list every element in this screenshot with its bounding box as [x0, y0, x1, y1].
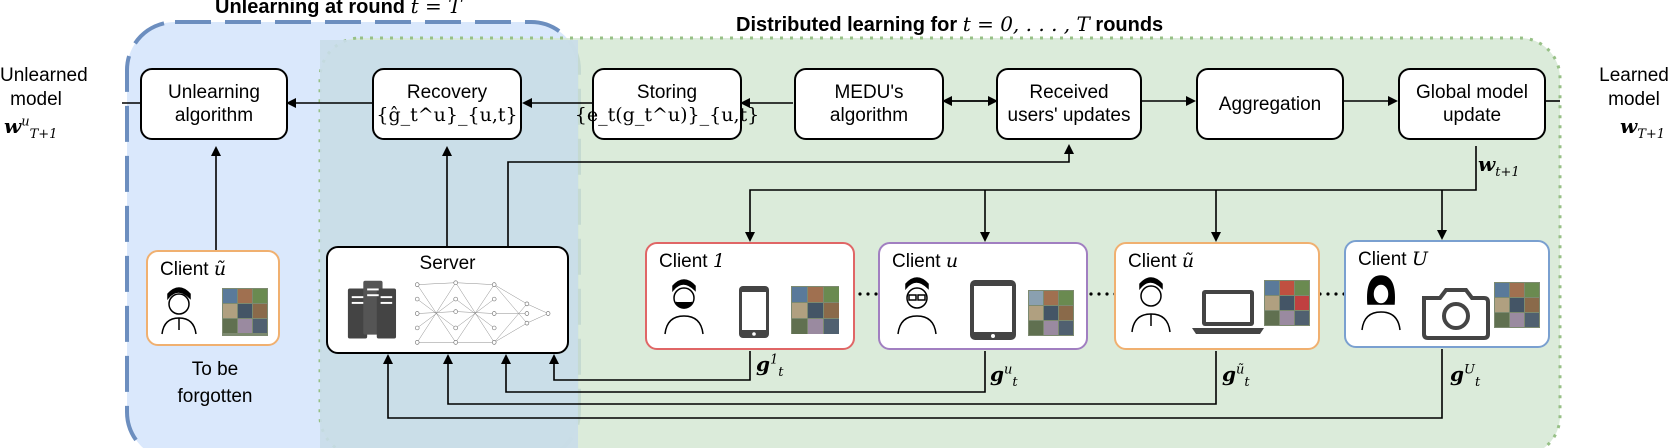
update-label-client-U: gUt: [1450, 362, 1481, 390]
recovery-box: Recovery{ĝ_t^u}_{u,t}: [372, 68, 522, 140]
image-grid-icon: [222, 288, 268, 336]
tablet-icon: [970, 280, 1016, 340]
arrow-server-to-received: [507, 144, 1074, 246]
client-utilde-label: Client ũ: [1128, 250, 1195, 272]
distributed-title: Distributed learning for t = 0, . . . , …: [736, 12, 1164, 36]
person-icon: [1361, 275, 1401, 331]
forget-client-label: Client ũ: [160, 258, 227, 280]
image-grid-icon: [1494, 282, 1540, 328]
w-t-plus-1-label: wt+1: [1478, 152, 1520, 180]
update-label-client-1: g1t: [756, 352, 784, 380]
client-1-label: Client 1: [659, 250, 725, 272]
client-u-box: Client u: [878, 242, 1088, 350]
update-line-client-U: [383, 349, 1443, 419]
forget-client-box: Client ũ: [146, 250, 280, 346]
unlearned-model-math: wuT+1: [4, 114, 58, 142]
client-1-content: [664, 279, 839, 338]
client-utilde-box: Client ũ: [1114, 242, 1320, 350]
learned-model-math: wT+1: [1620, 114, 1666, 142]
server-icon: [347, 280, 396, 339]
person-icon: [1131, 277, 1171, 333]
client-U-label: Client U: [1358, 248, 1428, 270]
laptop-icon: [1192, 290, 1264, 334]
server-content: [347, 280, 550, 345]
storing-box: Storing{e_t(g_t^u)}_{u,t}: [575, 68, 759, 140]
forget-client-content: [161, 287, 268, 336]
image-grid-icon: [1028, 290, 1074, 336]
aggregation-box: Aggregation: [1196, 68, 1344, 140]
image-grid-icon: [1264, 280, 1310, 326]
unlearning-title: Unlearning at round t = T: [215, 0, 462, 18]
storing-math: {e_t(g_t^u)}_{u,t}: [574, 104, 760, 126]
update-label-client-utilde: gũt: [1222, 362, 1250, 390]
update-line-client-1: [549, 351, 751, 381]
client-u-content: [897, 277, 1074, 340]
camera-icon: [1422, 288, 1490, 340]
client-utilde-content: [1131, 277, 1310, 334]
client-U-content: [1361, 275, 1540, 340]
person-icon: [897, 277, 937, 335]
client-1-box: Client 1: [645, 242, 855, 350]
update-line-client-u: [501, 351, 986, 393]
recovery-math: {ĝ_t^u}_{u,t}: [376, 104, 518, 126]
image-grid-icon: [791, 286, 839, 334]
flow-arrows: [122, 96, 1560, 419]
phone-icon: [739, 286, 769, 338]
person-icon: [161, 287, 197, 335]
client-U-box: Client U: [1344, 240, 1550, 348]
person-icon: [664, 279, 704, 335]
client-u-label: Client u: [892, 250, 959, 272]
broadcast-line: [745, 146, 1477, 242]
update-line-client-ubar: [443, 351, 1217, 405]
server-box: Server: [326, 246, 569, 354]
update-label-client-u: gut: [990, 362, 1018, 390]
neural-network-icon: [416, 282, 548, 343]
